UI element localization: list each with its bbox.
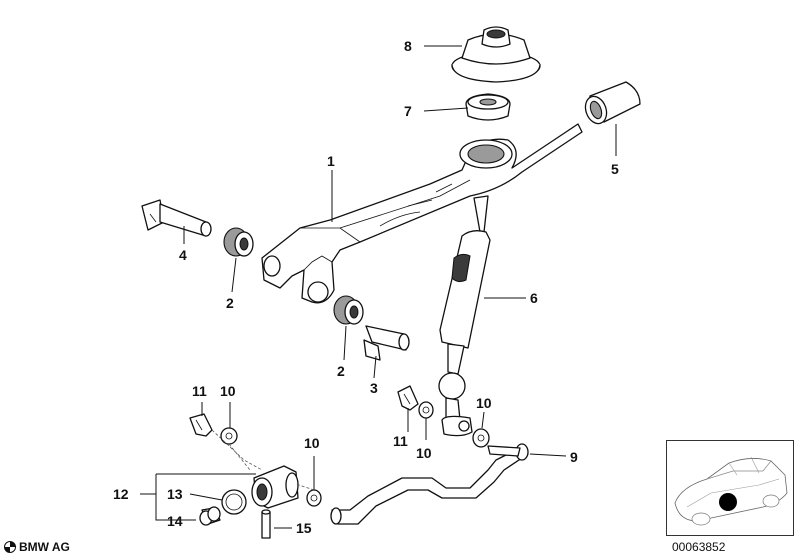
bmw-roundel-icon	[4, 541, 16, 553]
callout-10-upper-left: 10	[220, 383, 236, 399]
part-10-washer-upper-right	[418, 401, 434, 419]
part-4-bracket-clip	[141, 199, 212, 237]
part-12-joint	[251, 465, 299, 509]
part-7-bearing-ring	[465, 93, 511, 121]
callout-8: 8	[404, 38, 412, 54]
brand-footer: BMW AG	[4, 540, 70, 554]
callout-14: 14	[167, 513, 183, 529]
callout-12: 12	[113, 486, 129, 502]
part-9-selector-rod	[330, 443, 529, 525]
brand-name: BMW AG	[19, 540, 70, 554]
part-10-washer-lower-right	[472, 428, 490, 448]
part-13-circlip	[221, 489, 247, 515]
vehicle-locator-thumbnail	[666, 440, 794, 536]
part-15-pin	[261, 509, 271, 539]
callout-11-right: 11	[393, 433, 408, 449]
part-3-bracket-clip	[363, 325, 410, 361]
part-1-shift-console	[261, 123, 583, 304]
callout-11-left: 11	[192, 383, 207, 399]
part-8-boot	[451, 26, 541, 83]
callout-1: 1	[327, 153, 335, 169]
part-2-bushing-upper	[223, 227, 254, 257]
callout-3: 3	[370, 380, 378, 396]
callout-7: 7	[404, 103, 412, 119]
diagram-code: 00063852	[672, 540, 726, 554]
callout-13: 13	[167, 486, 183, 502]
leader-lines	[140, 45, 617, 529]
callout-10-upper-right: 10	[476, 395, 492, 411]
callout-4: 4	[179, 247, 187, 263]
part-5-sleeve	[584, 81, 641, 125]
callout-10-lower-right: 10	[416, 445, 432, 461]
part-10-washer-lower-left	[306, 489, 322, 507]
part-10-washer-upper-left	[220, 427, 238, 445]
callout-15: 15	[296, 520, 312, 536]
callout-5: 5	[611, 161, 619, 177]
assembly-guide	[211, 429, 315, 491]
callout-2-upper: 2	[226, 295, 234, 311]
car-locator-icon	[674, 456, 788, 526]
part-14-bushing	[199, 506, 221, 526]
part-11-clip-left	[189, 413, 213, 437]
callout-9: 9	[570, 449, 578, 465]
part-11-clip-right	[397, 385, 419, 411]
callout-10-lower-left: 10	[304, 435, 320, 451]
callout-6: 6	[530, 290, 538, 306]
part-6-shift-lever	[438, 195, 491, 437]
callout-2-lower: 2	[337, 363, 345, 379]
part-2-bushing-lower	[333, 295, 364, 325]
